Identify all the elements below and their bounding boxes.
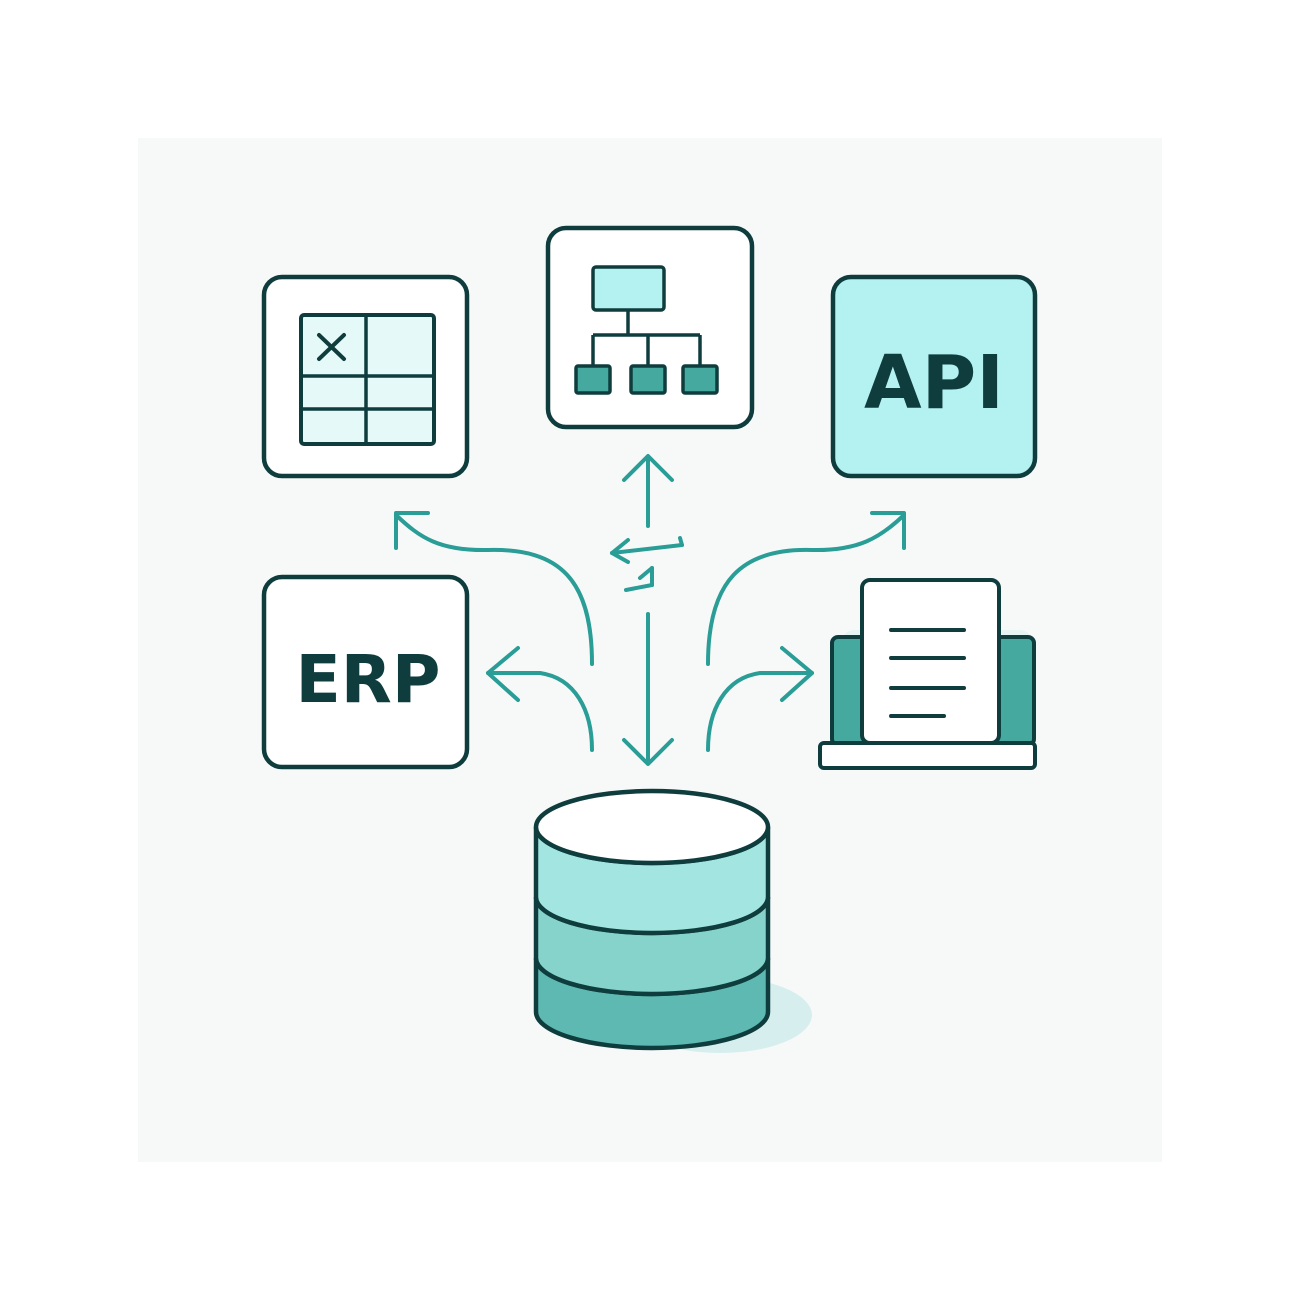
arrow-to-spreadsheet <box>394 513 594 666</box>
connector-arrows <box>394 454 906 766</box>
api-node[interactable]: API <box>830 274 1038 479</box>
arrow-to-erp <box>486 671 594 752</box>
spreadsheet-node[interactable] <box>261 274 470 479</box>
arrowhead-spreadsheet <box>394 511 430 550</box>
arrow-to-laptop <box>706 671 814 752</box>
erp-node[interactable]: ERP <box>261 574 470 770</box>
arrowhead-api <box>870 511 906 550</box>
hierarchy-frame <box>545 225 755 430</box>
hierarchy-node[interactable] <box>545 225 755 430</box>
api-frame <box>830 274 1038 479</box>
arrowhead-erp <box>486 646 520 702</box>
erp-frame <box>261 574 470 770</box>
laptop-document-icon <box>818 578 1037 770</box>
database-node[interactable] <box>533 788 812 1053</box>
arrowhead-hierarchy <box>622 454 674 482</box>
laptop-node[interactable] <box>818 578 1037 770</box>
arrowhead-database <box>622 738 674 766</box>
spreadsheet-icon <box>299 313 436 446</box>
api-label: API <box>864 340 1004 426</box>
arrowhead-laptop <box>780 646 814 702</box>
swap-icon <box>610 536 684 592</box>
hierarchy-icon <box>574 265 719 395</box>
database-icon <box>533 788 812 1053</box>
erp-label: ERP <box>296 641 441 718</box>
arrow-to-api <box>706 513 906 666</box>
